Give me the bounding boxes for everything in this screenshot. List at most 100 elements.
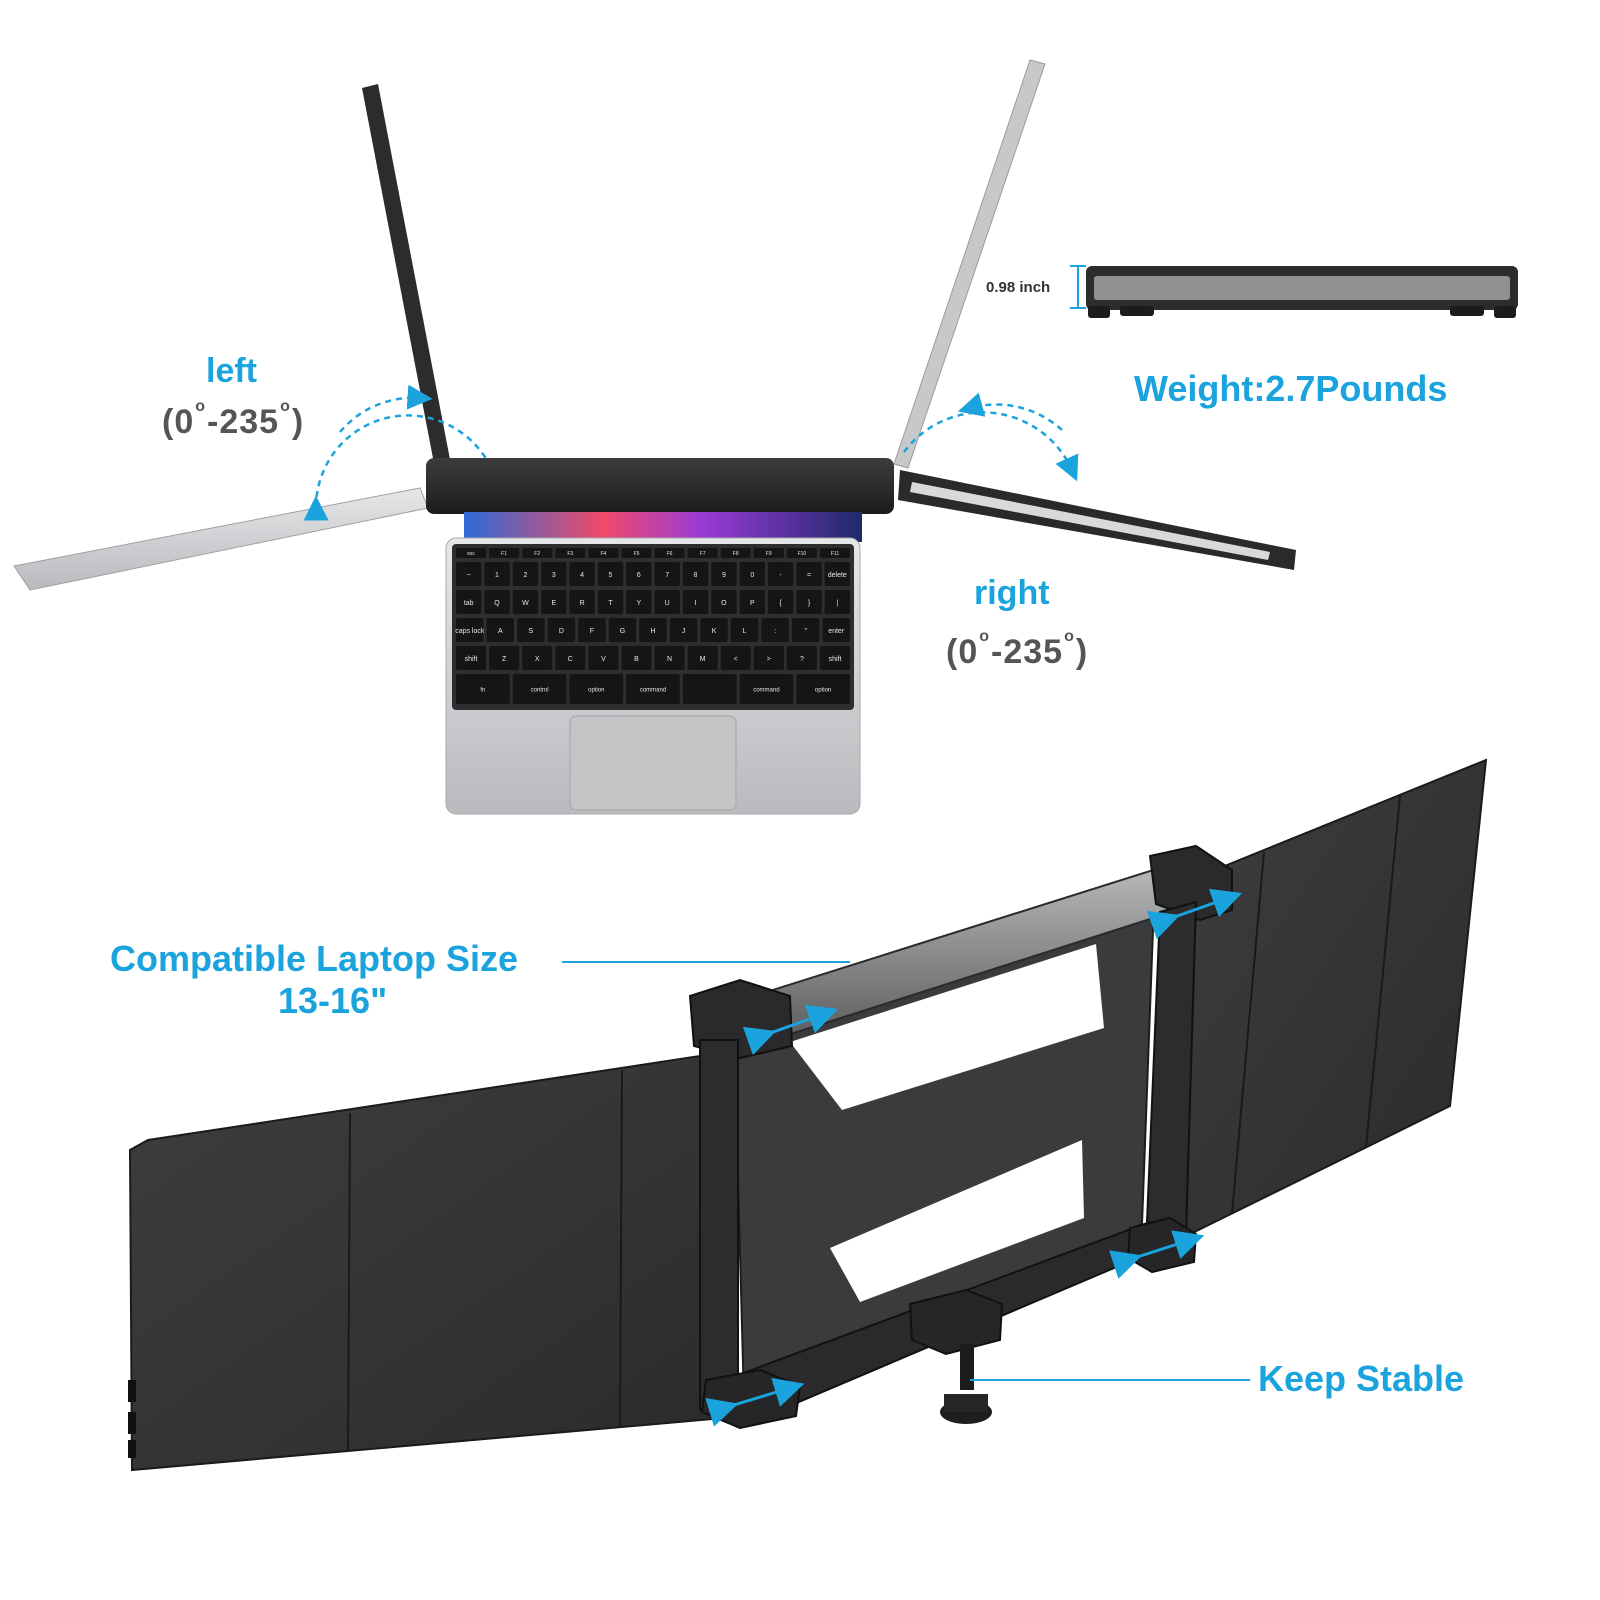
frame-cutout-bottom <box>830 1140 1084 1302</box>
keyboard-key <box>730 618 759 642</box>
keyboard-key-label: 8 <box>694 572 698 579</box>
keyboard-key <box>786 548 817 558</box>
keyboard-key-label: F4 <box>600 551 606 557</box>
adjust-arrow-bottom-right <box>1109 1230 1205 1279</box>
keyboard-key-label: F9 <box>766 551 772 557</box>
keyboard-key <box>456 590 482 614</box>
keyboard-key <box>753 646 784 670</box>
keyboard-key <box>796 590 822 614</box>
left-screen-folded <box>13 487 429 591</box>
keyboard-key <box>456 674 510 704</box>
keyboard-key <box>489 548 520 558</box>
keyboard-key <box>555 646 586 670</box>
keyboard-key-label: F2 <box>534 551 540 557</box>
keyboard-key-label: N <box>667 656 672 663</box>
keyboard-key-label: F <box>590 628 594 635</box>
keyboard-key <box>484 590 510 614</box>
keyboard-key-label: tab <box>464 600 474 607</box>
keyboard-key <box>578 618 606 642</box>
keyboard-key-label: Z <box>502 656 507 663</box>
keyboard-key <box>597 590 624 614</box>
keyboard-key-label: ? <box>800 656 804 663</box>
keyboard-key-label: F6 <box>667 551 673 557</box>
keyboard-key-label: | <box>836 600 838 607</box>
left-range-start: 0 <box>174 403 195 441</box>
keyboard-key-label: S <box>528 628 533 635</box>
keyboard-key <box>824 562 850 586</box>
clamp-screw <box>960 1344 974 1390</box>
keyboard-key-label: J <box>682 628 686 635</box>
keyboard-key-label: fn <box>480 687 485 693</box>
keyboard-key-label: 4 <box>580 572 584 579</box>
keyboard-key <box>654 646 685 670</box>
keyboard-key <box>541 562 567 586</box>
keyboard-key-label: C <box>568 656 573 663</box>
keyboard-key <box>753 548 784 558</box>
keyboard-key-label: F7 <box>700 551 706 557</box>
weight-label: Weight:2.7Pounds <box>1134 368 1448 409</box>
keyboard-key <box>639 618 667 642</box>
keyboard-key <box>687 548 718 558</box>
keyboard-key <box>711 562 737 586</box>
keyboard-key-label: 1 <box>495 572 499 579</box>
keyboard-key-label: F3 <box>567 551 573 557</box>
keyboard-key <box>682 674 737 704</box>
keyboard-key-label: P <box>750 600 755 607</box>
right-monitor <box>1164 758 1488 1248</box>
adjust-arrow-top-right <box>1146 888 1243 940</box>
keyboard-key-label: command <box>753 687 779 693</box>
keyboard-key <box>720 646 751 670</box>
mount-top-bar <box>426 458 894 514</box>
keyboard-key <box>484 562 510 586</box>
keyboard-key-label: 6 <box>637 572 641 579</box>
keyboard-key <box>682 562 709 586</box>
frame-cutout-top <box>790 944 1104 1110</box>
keyboard-key-label: A <box>498 628 503 635</box>
right-angle-range: (0o-235o) <box>946 628 1089 671</box>
keyboard-key <box>819 646 850 670</box>
keyboard-key-label: 9 <box>722 572 726 579</box>
left-rotation-arc-2 <box>339 384 433 433</box>
right-label: right <box>974 574 1050 612</box>
keyboard-key-label: X <box>535 656 540 663</box>
right-rotation-arc <box>902 411 1079 482</box>
keyboard-key-label: O <box>721 600 727 607</box>
keyboard-key-label: control <box>531 687 549 693</box>
keyboard-key-label: G <box>620 628 625 635</box>
left-post <box>699 1039 739 1411</box>
keyboard-key <box>512 590 539 614</box>
thickness-label: 0.98 inch <box>986 279 1051 296</box>
keyboard-key-label: 0 <box>750 572 754 579</box>
keyboard-key-label: ~ <box>467 572 471 579</box>
keyboard-key-label: { <box>779 600 782 607</box>
keyboard-key <box>621 646 652 670</box>
keyboard-key <box>608 618 637 642</box>
left-screen-upright <box>362 84 452 474</box>
keyboard-key-label: < <box>734 656 738 663</box>
keyboard-key-label: 5 <box>609 572 613 579</box>
thickness-diagram <box>1070 265 1518 318</box>
keyboard-key <box>687 646 718 670</box>
keyboard-key-label: } <box>808 600 811 607</box>
keyboard-key <box>654 548 685 558</box>
left-angle-range: (0o-235o) <box>162 398 305 441</box>
right-range-start: 0 <box>958 633 979 671</box>
keyboard-key-label: - <box>779 572 782 579</box>
keyboard-key <box>796 562 822 586</box>
keyboard-key <box>654 562 680 586</box>
keyboard-key-label: F10 <box>798 551 807 557</box>
keyboard-key-label: enter <box>828 628 845 635</box>
keyboard-key-label: " <box>804 628 807 635</box>
keyboard-key-label: 3 <box>552 572 556 579</box>
keyboard-key <box>456 618 484 642</box>
keyboard-key <box>761 618 789 642</box>
adjust-arrow-bottom-left <box>705 1377 805 1427</box>
keyboard-key <box>597 562 624 586</box>
keyboard-key <box>739 590 765 614</box>
keyboard-key <box>512 674 567 704</box>
tri-screen-mount <box>128 758 1488 1472</box>
keyboard-key <box>796 674 850 704</box>
right-range-end: 235 <box>1003 633 1064 671</box>
keyboard-key <box>588 646 619 670</box>
